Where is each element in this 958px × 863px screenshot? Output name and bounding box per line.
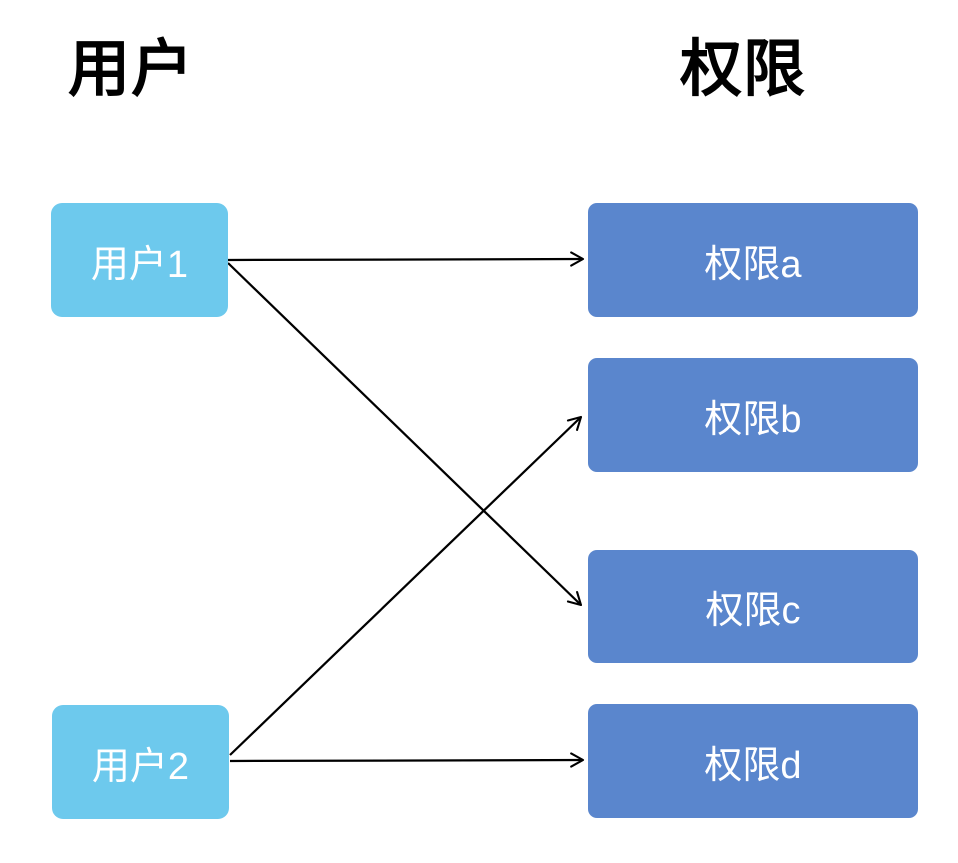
node-user2: 用户2 [52, 705, 229, 819]
node-permission-b: 权限b [588, 358, 918, 472]
node-permission-a: 权限a [588, 203, 918, 317]
edge-user2-perm-b [229, 415, 583, 756]
edge-user1-perm-c [227, 262, 583, 607]
users-column-title: 用户 [68, 35, 195, 104]
node-user1: 用户1 [51, 203, 228, 317]
node-permission-d: 权限d [588, 704, 918, 818]
edge-user1-perm-a [227, 251, 585, 267]
permissions-column-title: 权限 [680, 35, 807, 104]
node-permission-c: 权限c [588, 550, 918, 663]
edge-user2-perm-d [229, 752, 585, 768]
